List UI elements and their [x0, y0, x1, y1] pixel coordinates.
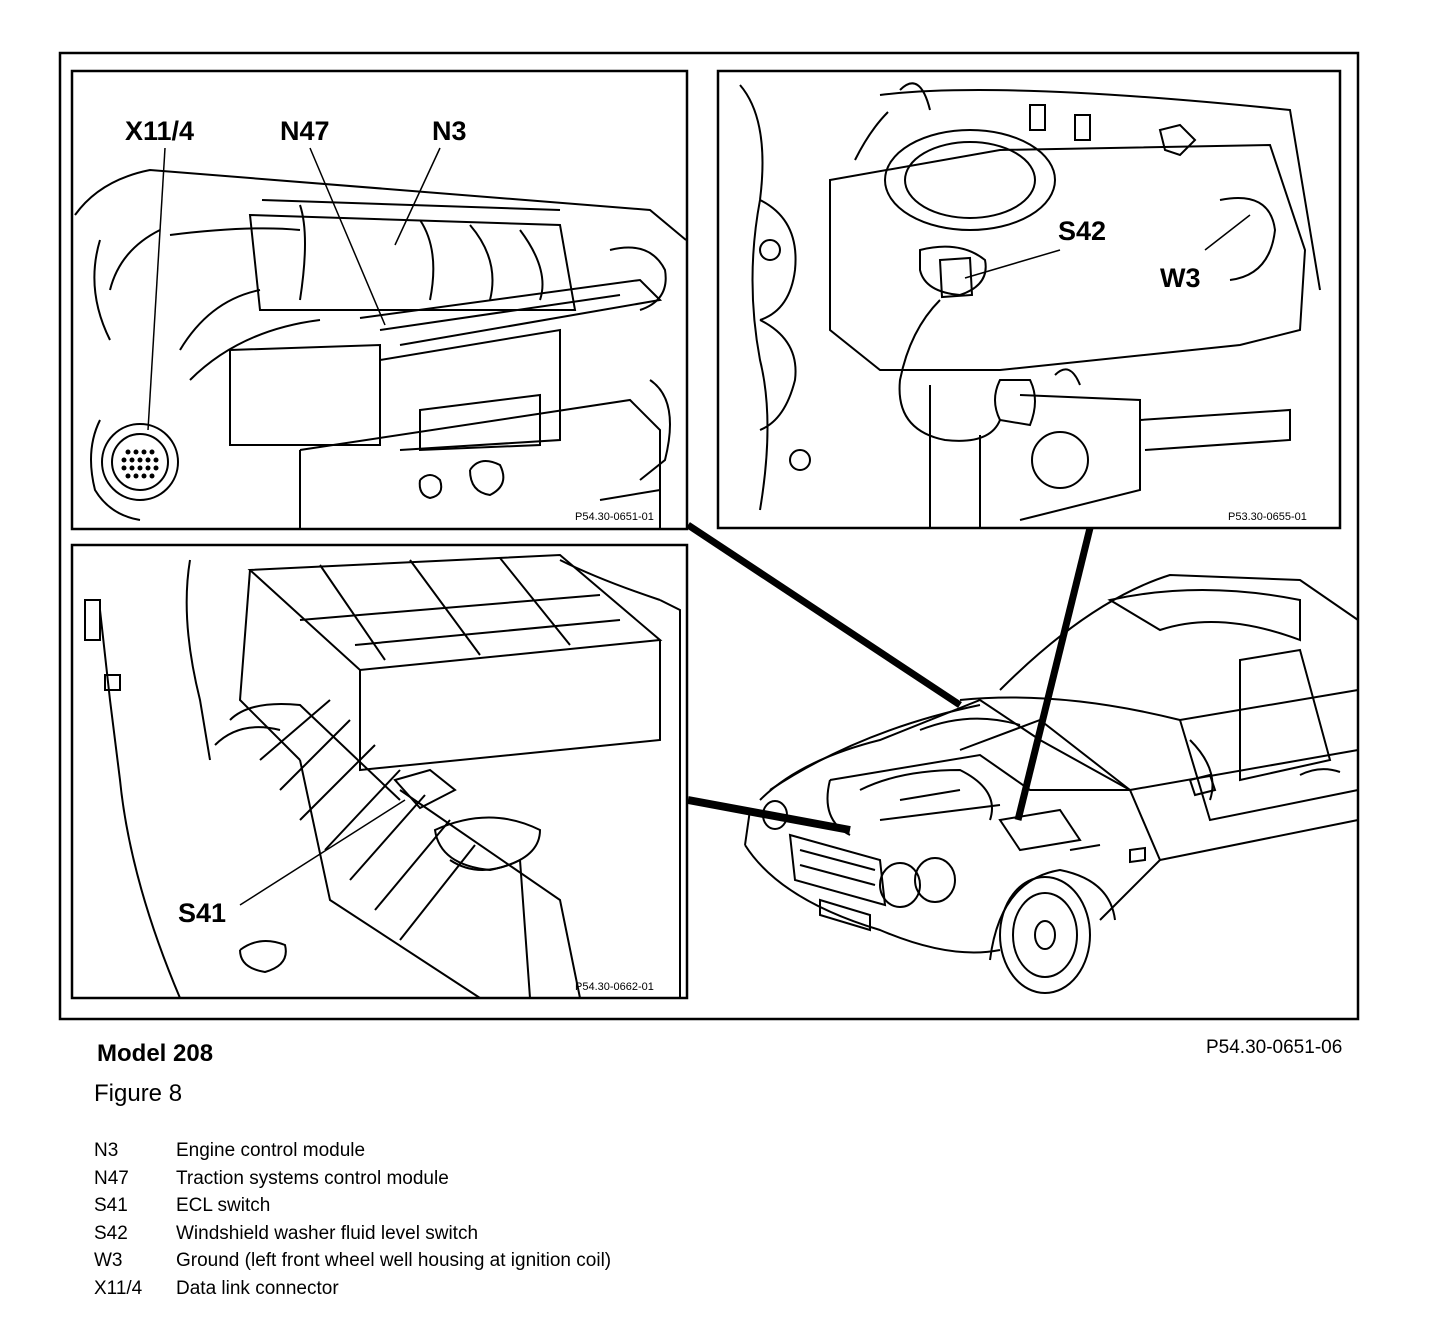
- legend-text: Data link connector: [176, 1277, 339, 1299]
- callout-w3: W3: [1160, 263, 1201, 293]
- callout-x11-4: X11/4: [125, 116, 194, 146]
- component-legend: N3 Engine control module N47 Traction syst…: [94, 1140, 611, 1305]
- legend-item: S41 ECL switch: [94, 1195, 611, 1223]
- data-link-connector-drawing: [90, 419, 179, 521]
- callout-leaders-top-left: [147, 147, 441, 431]
- callout-leaders-top-right: [964, 214, 1251, 279]
- legend-code: S41: [94, 1195, 128, 1216]
- legend-code: N3: [94, 1140, 119, 1161]
- legend-code: S42: [94, 1222, 128, 1244]
- legend-item: N47 Traction systems control module: [94, 1168, 611, 1196]
- diagram-figure: X11/4 N47 N3 P54.30-0651-01: [58, 51, 1360, 1021]
- panel-washer-reservoir: S42 W3 P53.30-0655-01: [716, 69, 1342, 530]
- connector-pins: [121, 449, 159, 479]
- legend-text: Traction systems control module: [176, 1167, 449, 1189]
- panel-ref-bottom-left: P54.30-0662-01: [575, 981, 654, 993]
- legend-item: N3 Engine control module: [94, 1140, 611, 1168]
- panel-ref-top-right: P53.30-0655-01: [1228, 511, 1307, 523]
- figure-label: Figure 8: [94, 1080, 183, 1107]
- legend-code: N47: [94, 1167, 129, 1189]
- callout-n3: N3: [432, 116, 467, 146]
- callout-n47: N47: [280, 116, 330, 146]
- legend-text: Ground (left front wheel well housing at…: [176, 1250, 612, 1271]
- panel-air-intake: S41 P54.30-0662-01: [70, 543, 689, 1000]
- legend-text: ECL switch: [176, 1195, 271, 1216]
- panel-engine-compartment: X11/4 N47 N3 P54.30-0651-01: [70, 69, 689, 531]
- panel-leaders: [686, 522, 1094, 834]
- legend-text: Windshield washer fluid level switch: [176, 1222, 479, 1244]
- legend-text: Engine control module: [176, 1140, 366, 1161]
- callout-s42: S42: [1058, 216, 1106, 246]
- legend-item: S42 Windshield washer fluid level switch: [94, 1223, 611, 1251]
- legend-code: W3: [94, 1250, 123, 1271]
- model-label: Model 208: [97, 1040, 214, 1067]
- legend-code: X11/4: [94, 1277, 143, 1299]
- outer-frame: [58, 51, 1360, 1021]
- legend-item: W3 Ground (left front wheel well housing …: [94, 1250, 611, 1278]
- panel-ref-top-left: P54.30-0651-01: [575, 511, 654, 523]
- legend-item: X11/4 Data link connector: [94, 1278, 611, 1306]
- callout-s41: S41: [178, 898, 226, 928]
- figure-reference: P54.30-0651-06: [1206, 1037, 1343, 1058]
- car-drawing: [744, 573, 1359, 994]
- callout-leaders-bottom-left: [239, 799, 406, 906]
